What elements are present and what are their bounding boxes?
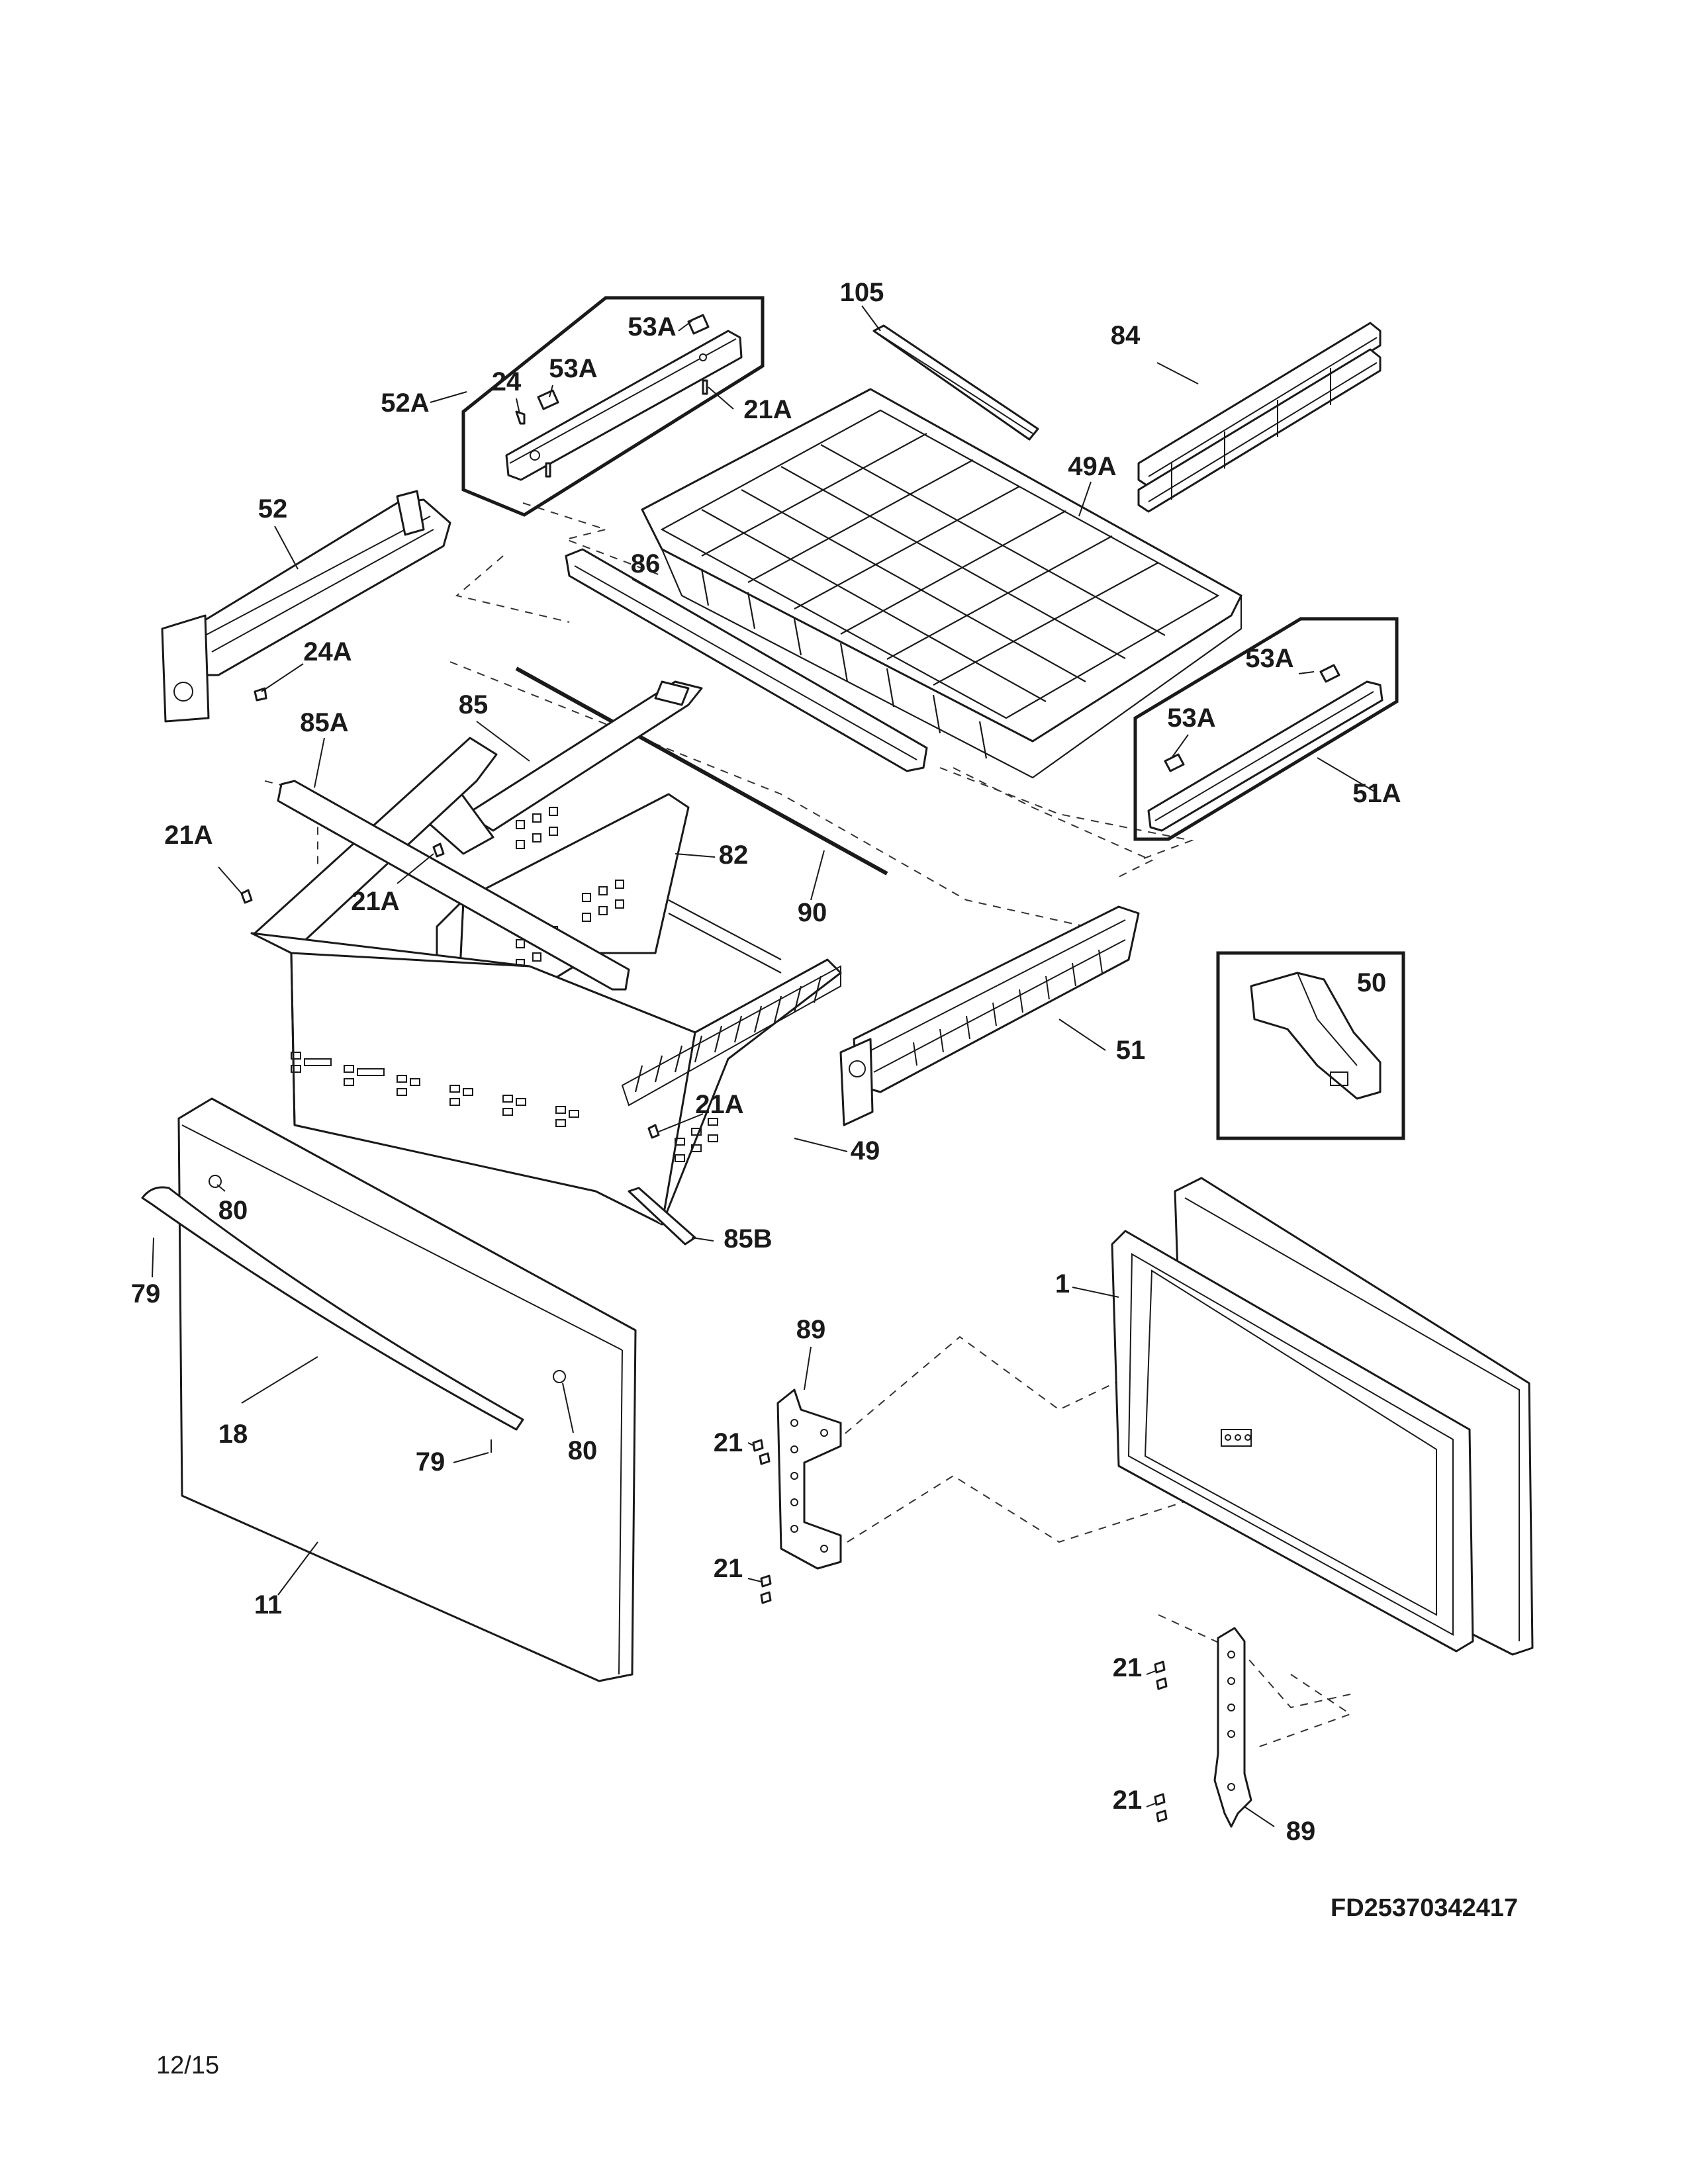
inset-box-52a (461, 296, 765, 517)
callout-49: 49 (851, 1136, 880, 1165)
callout-50: 50 (1357, 968, 1387, 997)
callout-21a: 21A (351, 887, 399, 916)
bar-85a (277, 780, 630, 991)
callout-21: 21 (1113, 1786, 1143, 1815)
divider-84 (1137, 322, 1382, 513)
screw-21 (760, 1591, 772, 1604)
callout-84: 84 (1111, 321, 1141, 350)
trim-86 (565, 548, 928, 772)
screw-21a (647, 1124, 660, 1139)
screw-24a (254, 687, 267, 702)
screw-21 (760, 1574, 772, 1588)
hinge-bracket-89-b (1154, 1627, 1252, 1828)
stop-block-53a (687, 314, 710, 335)
callout-1: 1 (1055, 1269, 1070, 1298)
stop-block-53a (1319, 664, 1340, 683)
callout-21a: 21A (164, 821, 212, 850)
callout-52a: 52A (381, 388, 429, 418)
mount-80 (209, 1175, 222, 1188)
callout-53a: 53A (1167, 704, 1215, 733)
callout-85b: 85B (724, 1224, 772, 1253)
mount-80 (553, 1370, 566, 1383)
screw-21a (240, 889, 253, 904)
callout-86: 86 (631, 549, 661, 578)
screw-21a (702, 379, 708, 395)
bin-49 (240, 737, 842, 1246)
slide-rail-52 (161, 490, 451, 723)
slide-rail-51 (839, 905, 1140, 1126)
callout-21: 21 (714, 1428, 743, 1457)
callout-82: 82 (719, 841, 749, 870)
stop-block-53a (537, 389, 559, 410)
callout-labels: 105 53A 24 53A 52A 21A 84 49A 52 86 24A … (131, 278, 1401, 1846)
screw-21 (759, 1452, 771, 1465)
drawer-front-11 (141, 1097, 637, 1682)
screw-24 (515, 410, 526, 425)
callout-18: 18 (218, 1420, 248, 1449)
callout-51: 51 (1116, 1036, 1146, 1065)
model-code: FD25370342417 (1331, 1894, 1519, 1922)
callout-89: 89 (796, 1315, 826, 1344)
callout-24: 24 (492, 367, 522, 396)
callout-21: 21 (1113, 1653, 1143, 1682)
callout-105: 105 (840, 278, 884, 307)
screw-21 (1156, 1677, 1168, 1690)
callout-21: 21 (714, 1554, 743, 1583)
callout-21a: 21A (695, 1090, 743, 1119)
callout-49a: 49A (1068, 452, 1116, 481)
handle-18 (141, 1186, 524, 1431)
screw-21 (1154, 1661, 1166, 1674)
callout-80: 80 (568, 1436, 598, 1465)
gasket-1 (1111, 1230, 1474, 1653)
hinge-bracket-89-a (752, 1388, 842, 1604)
rod-90 (515, 666, 888, 876)
callout-52: 52 (258, 494, 288, 523)
inset-box-51a (1133, 617, 1399, 841)
door-liner-1 (1111, 1177, 1534, 1656)
screw-21 (1154, 1793, 1166, 1806)
callout-79: 79 (416, 1447, 445, 1477)
callout-90: 90 (798, 898, 827, 927)
inset-box-50 (1216, 951, 1405, 1140)
wire-basket-49a (641, 388, 1243, 779)
callout-21a: 21A (743, 395, 792, 424)
callout-51a: 51A (1352, 779, 1401, 808)
callout-80: 80 (218, 1196, 248, 1225)
screw-21 (1156, 1809, 1168, 1823)
callout-85: 85 (459, 690, 489, 719)
callout-89: 89 (1286, 1817, 1316, 1846)
screw-21a (545, 462, 551, 478)
screw-21 (752, 1439, 764, 1452)
callout-85a: 85A (300, 708, 348, 737)
callout-53a: 53A (1245, 644, 1293, 673)
callout-53a: 53A (628, 312, 676, 341)
page-number: 12/15 (156, 2052, 220, 2079)
callout-53a: 53A (549, 354, 597, 383)
callout-24a: 24A (303, 637, 352, 666)
callout-11: 11 (254, 1590, 282, 1619)
bracket-50 (1250, 972, 1382, 1100)
leader-lines (152, 305, 1378, 1827)
screw-21a (432, 842, 445, 858)
callout-79: 79 (131, 1279, 161, 1308)
stop-block-53a (1164, 753, 1185, 772)
bar-105 (872, 324, 1039, 441)
